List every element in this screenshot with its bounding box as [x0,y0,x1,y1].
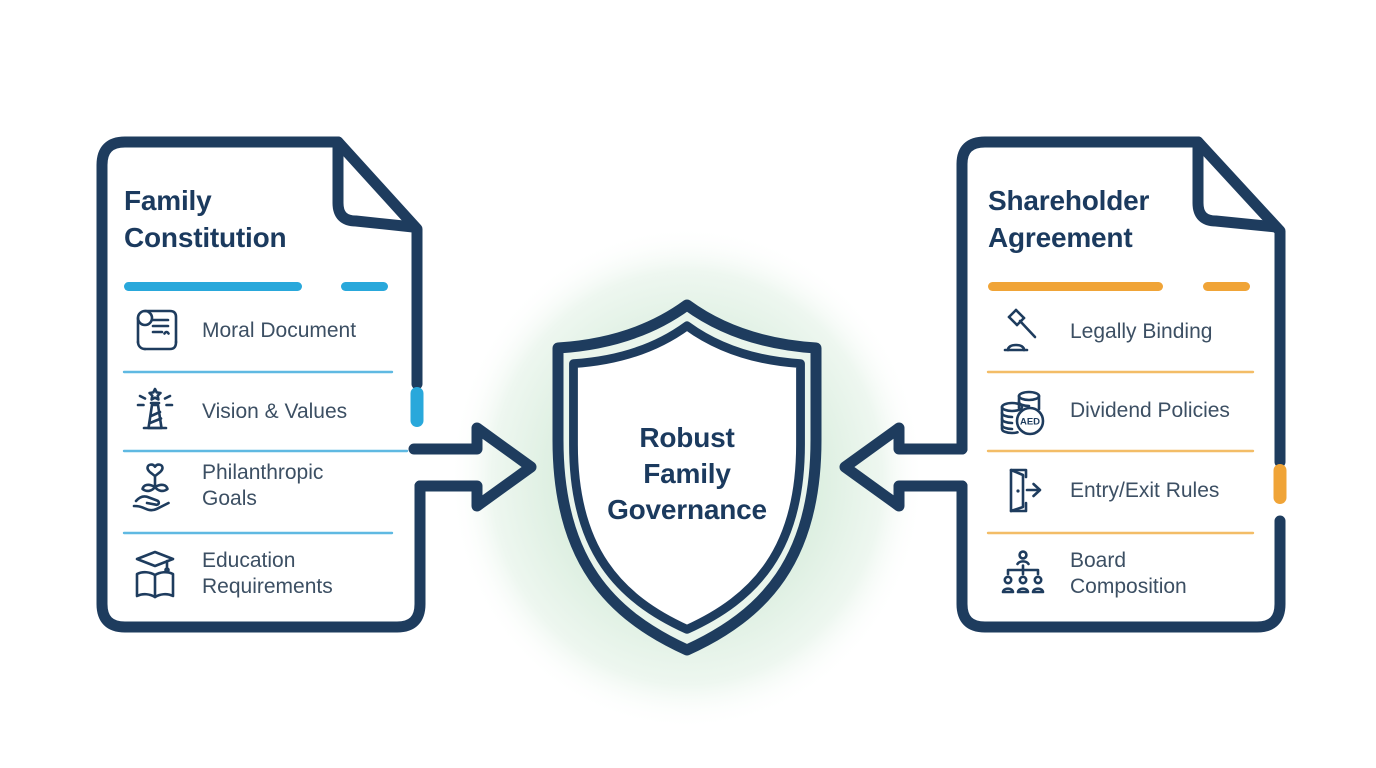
icon-box [126,383,184,441]
list-item-label: Dividend Policies [1070,399,1230,422]
scroll-icon [136,309,178,351]
title-underline-dash [341,282,388,291]
shield-title-line: Robust [639,422,735,453]
edge-accent-bar [1273,464,1287,504]
family-constitution-document [96,136,537,633]
icon-box [994,462,1052,520]
list-item: Education Requirements [126,541,378,607]
title-underline [124,282,302,291]
folded-corner-icon [332,136,419,233]
list-item-label: Philanthropic Goals [202,461,324,510]
list-item-label: Legally Binding [1070,320,1213,343]
list-item-label: Board Composition [1070,549,1187,598]
arrow-left-icon [839,422,968,512]
document-outline [96,136,426,633]
shield-icon [552,299,822,656]
org-chart-icon [1001,550,1045,594]
document-page [102,142,417,627]
door-exit-icon [1009,468,1042,513]
title-underline-dash [1203,282,1250,291]
list-item: Philanthropic Goals [126,453,378,519]
shield-inner-outline [569,321,805,634]
list-item: AED Dividend Policies [994,378,1246,444]
icon-box [994,545,1052,603]
shield-title: Robust Family Governance [557,420,817,528]
hand-heart-icon [132,463,170,512]
icon-box [994,303,1052,361]
list-item-label: Education Requirements [202,549,333,598]
page-title: Shareholder Agreement [988,185,1150,253]
list-item-label: Entry/Exit Rules [1070,479,1220,502]
document-page [962,142,1280,627]
icon-box: AED [994,382,1052,440]
icon-box [126,302,184,360]
shareholder-agreement-document [839,136,1287,633]
lighthouse-icon [136,387,174,430]
list-item-label: Moral Document [202,319,357,342]
list-item: Vision & Values [126,379,378,445]
coins-icon: AED [1000,390,1045,436]
list-item: Legally Binding [994,299,1246,365]
arrow-right-icon [408,422,537,512]
page-title: Family Constitution [124,185,287,253]
document-outline [956,136,1286,633]
title-underline [988,282,1163,291]
gavel-icon [1003,308,1037,352]
graduation-book-icon [135,550,175,599]
shield-title-line: Family [643,458,731,489]
list-item: Moral Document [126,298,378,364]
icon-box [126,545,184,603]
folded-corner-icon [1192,136,1282,233]
list-item: Board Composition [994,541,1246,607]
shield-title-line: Governance [607,494,767,525]
list-item-label: Vision & Values [202,400,348,423]
edge-accent-bar [410,387,424,427]
currency-badge: AED [1020,417,1040,428]
icon-box [126,457,184,515]
list-item: Entry/Exit Rules [994,458,1246,524]
